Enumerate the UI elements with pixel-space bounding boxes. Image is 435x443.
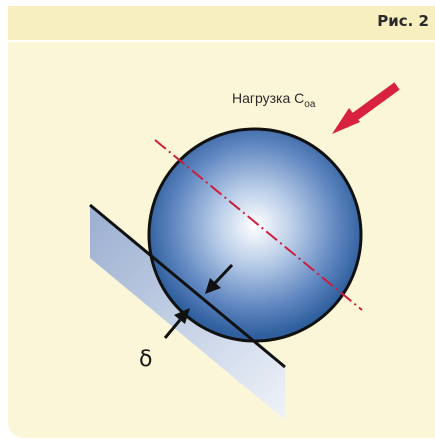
figure-number-label: Рис. 2 bbox=[377, 12, 429, 30]
load-label-main: Нагрузка C bbox=[232, 90, 304, 106]
figure-header bbox=[8, 6, 435, 40]
load-axis-line bbox=[154, 139, 363, 311]
contact-surface-edge bbox=[89, 203, 286, 369]
header-divider bbox=[8, 40, 435, 42]
load-arrow-icon bbox=[332, 82, 400, 134]
gap-arrow-upper-icon bbox=[205, 263, 234, 294]
gap-symbol-label: δ bbox=[139, 347, 152, 372]
gap-arrow-lower-icon bbox=[163, 308, 190, 339]
load-label: Нагрузка Coa bbox=[232, 90, 316, 110]
load-label-subscript: oa bbox=[304, 99, 316, 110]
